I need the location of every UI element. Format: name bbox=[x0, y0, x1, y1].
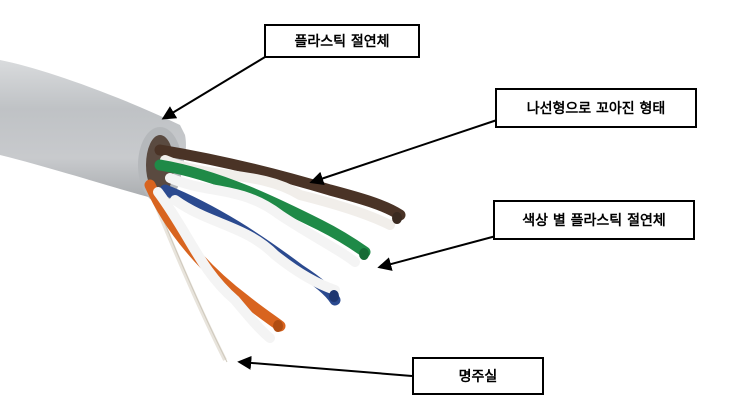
label-ripcord-text: 명주실 bbox=[458, 369, 498, 385]
label-ripcord: 명주실 bbox=[412, 357, 544, 395]
cable-jacket bbox=[0, 60, 186, 203]
label-twisted-pairs-text: 나선형으로 꼬아진 형태 bbox=[526, 101, 666, 117]
label-insulation-text: 플라스틱 절연체 bbox=[294, 34, 390, 50]
label-colored-insulation: 색상 별 플라스틱 절연체 bbox=[493, 200, 695, 240]
arrow-ripcord bbox=[237, 355, 413, 377]
orange-pair bbox=[144, 179, 286, 343]
green-pair bbox=[154, 159, 371, 267]
label-twisted-pairs: 나선형으로 꼬아진 형태 bbox=[495, 88, 697, 128]
blue-pair bbox=[159, 184, 341, 306]
label-colored-insulation-text: 색상 별 플라스틱 절연체 bbox=[522, 213, 666, 229]
arrow-insulation bbox=[161, 53, 271, 120]
arrow-colored bbox=[377, 235, 497, 271]
label-insulation: 플라스틱 절연체 bbox=[264, 24, 420, 58]
arrow-twisted bbox=[309, 119, 498, 186]
